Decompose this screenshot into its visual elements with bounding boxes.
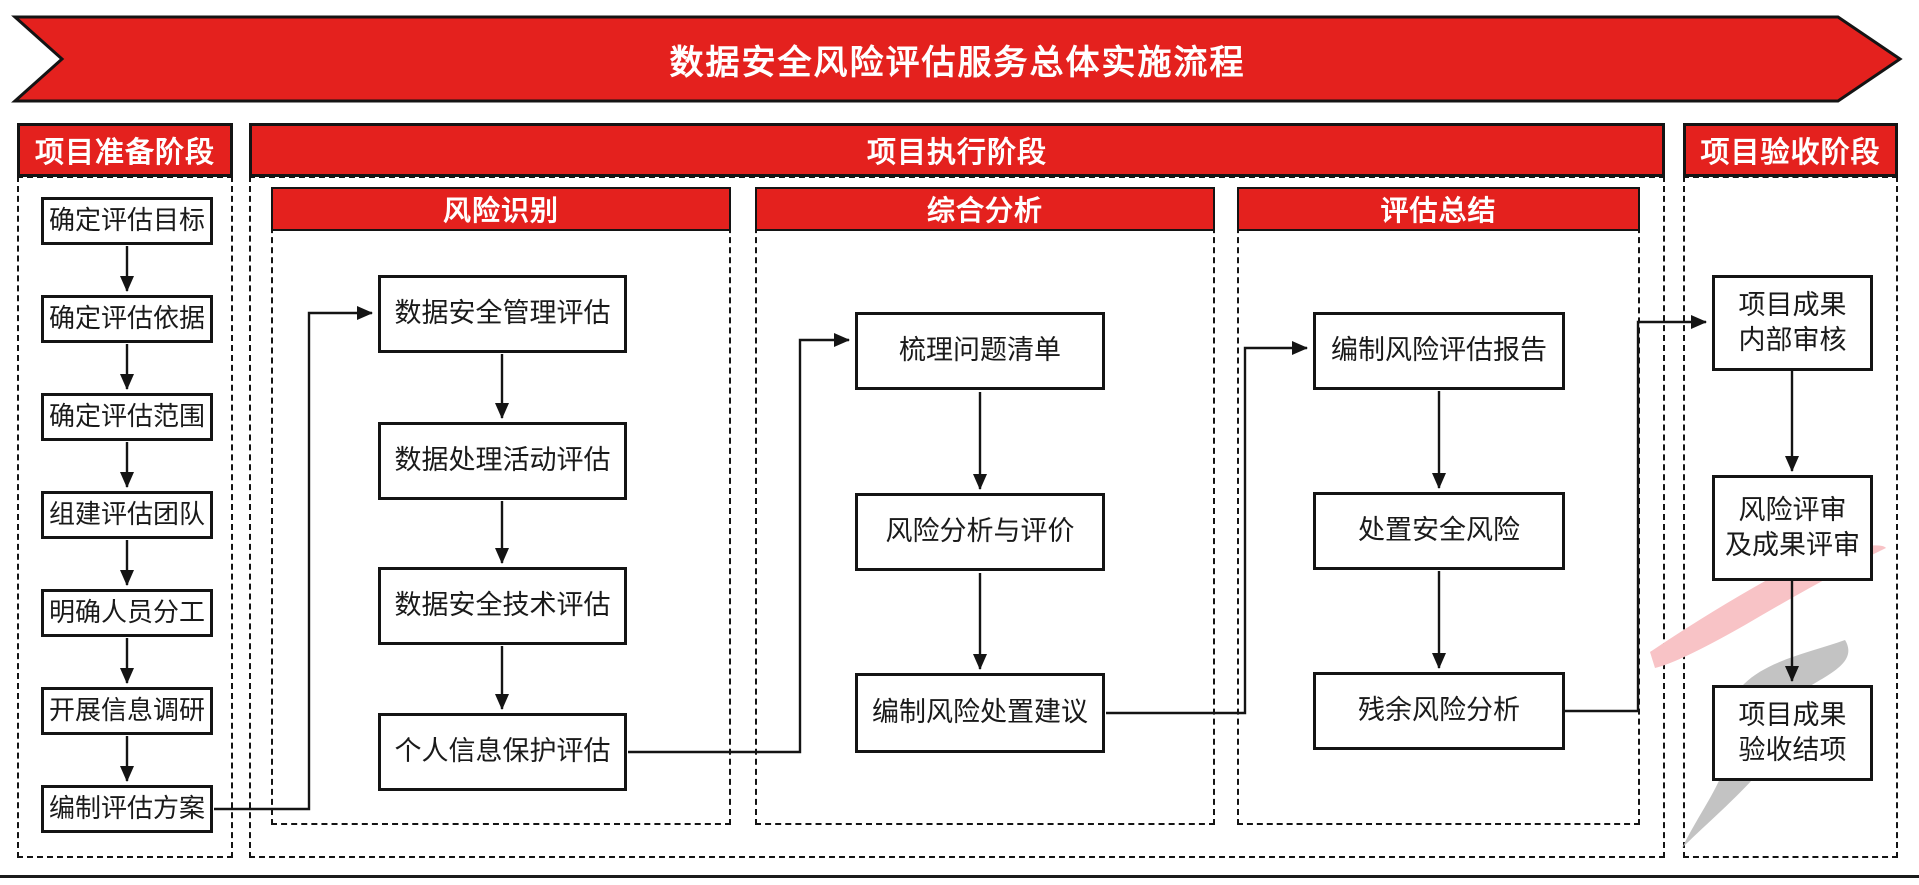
page-title: 数据安全风险评估服务总体实施流程 xyxy=(669,43,1246,82)
node-risk-analysis: 风险分析与评价 xyxy=(855,493,1105,571)
exec-phase-header: 项目执行阶段 xyxy=(249,123,1665,177)
node-treatment-advice: 编制风险处置建议 xyxy=(855,673,1105,753)
node-build-team: 组建评估团队 xyxy=(41,491,213,539)
node-handle-risk: 处置安全风险 xyxy=(1313,492,1565,570)
assessment-summary-header: 评估总结 xyxy=(1237,187,1640,231)
node-tech-assessment: 数据安全技术评估 xyxy=(378,567,627,645)
node-project-closure: 项目成果 验收结项 xyxy=(1712,685,1873,781)
bottom-divider-line xyxy=(0,875,1919,878)
node-processing-assessment: 数据处理活动评估 xyxy=(378,422,627,500)
node-result-review: 风险评审 及成果评审 xyxy=(1712,475,1873,581)
comprehensive-analysis-header: 综合分析 xyxy=(755,187,1215,231)
node-info-research: 开展信息调研 xyxy=(41,687,213,735)
node-define-goal: 确定评估目标 xyxy=(41,197,213,245)
node-internal-review: 项目成果 内部审核 xyxy=(1712,275,1873,371)
node-define-scope: 确定评估范围 xyxy=(41,393,213,441)
risk-identification-header: 风险识别 xyxy=(271,187,731,231)
node-issue-list: 梳理问题清单 xyxy=(855,312,1105,390)
node-pii-assessment: 个人信息保护评估 xyxy=(378,713,627,791)
node-draft-plan: 编制评估方案 xyxy=(41,785,213,833)
prep-phase-header: 项目准备阶段 xyxy=(17,123,233,177)
node-mgmt-assessment: 数据安全管理评估 xyxy=(378,275,627,353)
accept-phase-header: 项目验收阶段 xyxy=(1683,123,1898,177)
node-residual-risk: 残余风险分析 xyxy=(1313,672,1565,750)
node-risk-report: 编制风险评估报告 xyxy=(1313,312,1565,390)
node-assign-roles: 明确人员分工 xyxy=(41,589,213,637)
node-define-basis: 确定评估依据 xyxy=(41,295,213,343)
